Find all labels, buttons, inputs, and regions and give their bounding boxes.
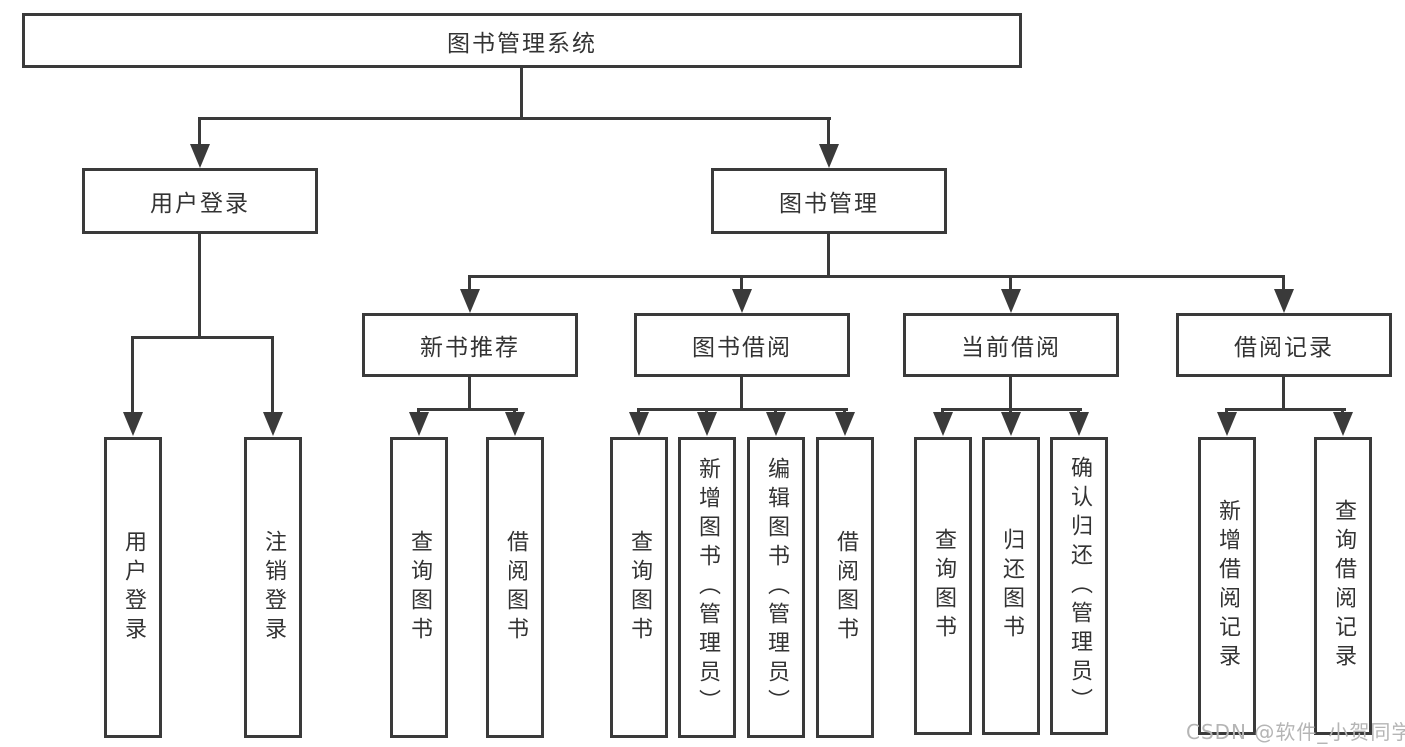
- connector-stem-book-management: [827, 117, 830, 147]
- node-label: 借阅图书: [833, 529, 858, 646]
- connector-stem-leaf: [1341, 408, 1344, 415]
- node-label: 编辑图书（管理员）: [764, 457, 789, 718]
- arrow-down-icon: [505, 412, 525, 436]
- arrow-down-icon: [766, 412, 786, 436]
- node-book-borrowing: 图书借阅: [634, 313, 850, 377]
- arrow-down-icon: [933, 412, 953, 436]
- leaf-edit-books-admin: 编辑图书（管理员）: [747, 437, 805, 738]
- node-label: 新书推荐: [420, 335, 520, 361]
- node-label: 查询图书: [627, 529, 652, 646]
- connector-stem-leaf: [941, 408, 944, 415]
- connector-bar: [1225, 408, 1346, 411]
- connector-bar: [637, 408, 848, 411]
- connector-stem-leaf: [468, 275, 471, 291]
- leaf-query-borrow-record: 查询借阅记录: [1314, 437, 1372, 735]
- node-label: 借阅图书: [503, 529, 528, 646]
- connector-book-management-bar: [468, 275, 1285, 278]
- connector-stem-leaf: [417, 408, 420, 415]
- node-new-book-recommendation: 新书推荐: [362, 313, 578, 377]
- node-label: 图书管理系统: [447, 30, 597, 57]
- node-label: 用户登录: [150, 191, 250, 217]
- arrow-down-icon: [409, 412, 429, 436]
- leaf-query-books-2: 查询图书: [610, 437, 668, 738]
- arrow-down-icon: [1217, 412, 1237, 436]
- leaf-add-borrow-record: 新增借阅记录: [1198, 437, 1256, 735]
- node-label: 新增借阅记录: [1215, 499, 1240, 673]
- node-label: 确认归还（管理员）: [1067, 455, 1092, 717]
- connector-stem-user-login: [198, 117, 201, 147]
- connector-stem-leaf: [1077, 408, 1080, 415]
- connector-stem-leaf: [513, 408, 516, 415]
- arrow-down-icon: [1001, 289, 1021, 313]
- node-label: 归还图书: [999, 528, 1024, 644]
- node-library-management-system: 图书管理系统: [22, 13, 1022, 68]
- connector-stem-leaf: [705, 408, 708, 415]
- node-label: 用户登录: [121, 529, 146, 646]
- connector-stem-leaf: [1009, 408, 1012, 415]
- leaf-add-books-admin: 新增图书（管理员）: [678, 437, 736, 738]
- arrow-down-icon: [629, 412, 649, 436]
- connector-stem-leaf: [1009, 275, 1012, 291]
- leaf-query-books-3: 查询图书: [914, 437, 972, 735]
- arrow-down-icon: [1333, 412, 1353, 436]
- leaf-query-books-1: 查询图书: [390, 437, 448, 738]
- arrow-down-icon: [732, 289, 752, 313]
- connector-user-login-bar: [131, 336, 274, 339]
- leaf-return-books: 归还图书: [982, 437, 1040, 735]
- arrow-down-icon: [1069, 412, 1089, 436]
- connector-root-bar: [198, 117, 831, 120]
- connector-stem-leaf: [774, 408, 777, 415]
- arrow-down-icon: [697, 412, 717, 436]
- node-user-login: 用户登录: [82, 168, 318, 234]
- arrow-down-icon: [835, 412, 855, 436]
- leaf-user-login: 用户登录: [104, 437, 162, 738]
- connector-bar: [417, 408, 518, 411]
- connector-stem-leaf: [843, 408, 846, 415]
- arrow-down-icon: [1001, 412, 1021, 436]
- node-book-management: 图书管理: [711, 168, 947, 234]
- connector-book-management-stem: [827, 234, 830, 276]
- node-borrowing-records: 借阅记录: [1176, 313, 1392, 377]
- node-label: 图书管理: [779, 191, 879, 217]
- node-label: 查询图书: [407, 529, 432, 646]
- arrow-down-icon: [190, 144, 210, 168]
- node-label: 查询图书: [931, 528, 956, 644]
- arrow-down-icon: [123, 412, 143, 436]
- connector-user-login-stem: [198, 234, 201, 337]
- connector-stem-leaf: [131, 336, 134, 414]
- csdn-watermark: CSDN @软件_小贺同学: [1186, 720, 1405, 744]
- leaf-confirm-return-admin: 确认归还（管理员）: [1050, 437, 1108, 735]
- node-label: 新增图书（管理员）: [695, 457, 720, 718]
- connector-stem-leaf: [740, 275, 743, 291]
- connector-stem-leaf: [1282, 275, 1285, 291]
- arrow-down-icon: [1274, 289, 1294, 313]
- connector-root-stem: [520, 68, 523, 117]
- connector-stem: [740, 377, 743, 409]
- leaf-logout: 注销登录: [244, 437, 302, 738]
- connector-stem-leaf: [1225, 408, 1228, 415]
- arrow-down-icon: [460, 289, 480, 313]
- node-label: 图书借阅: [692, 335, 792, 361]
- node-label: 查询借阅记录: [1331, 499, 1356, 673]
- connector-stem: [468, 377, 471, 409]
- node-label: 当前借阅: [961, 335, 1061, 361]
- connector-stem: [1009, 377, 1012, 409]
- node-label: 注销登录: [261, 529, 286, 646]
- connector-stem-leaf: [637, 408, 640, 415]
- connector-stem-leaf: [271, 336, 274, 414]
- node-label: 借阅记录: [1234, 335, 1334, 361]
- connector-stem: [1282, 377, 1285, 409]
- node-current-borrowing: 当前借阅: [903, 313, 1119, 377]
- leaf-borrow-books-1: 借阅图书: [486, 437, 544, 738]
- leaf-borrow-books-2: 借阅图书: [816, 437, 874, 738]
- arrow-down-icon: [263, 412, 283, 436]
- arrow-down-icon: [819, 144, 839, 168]
